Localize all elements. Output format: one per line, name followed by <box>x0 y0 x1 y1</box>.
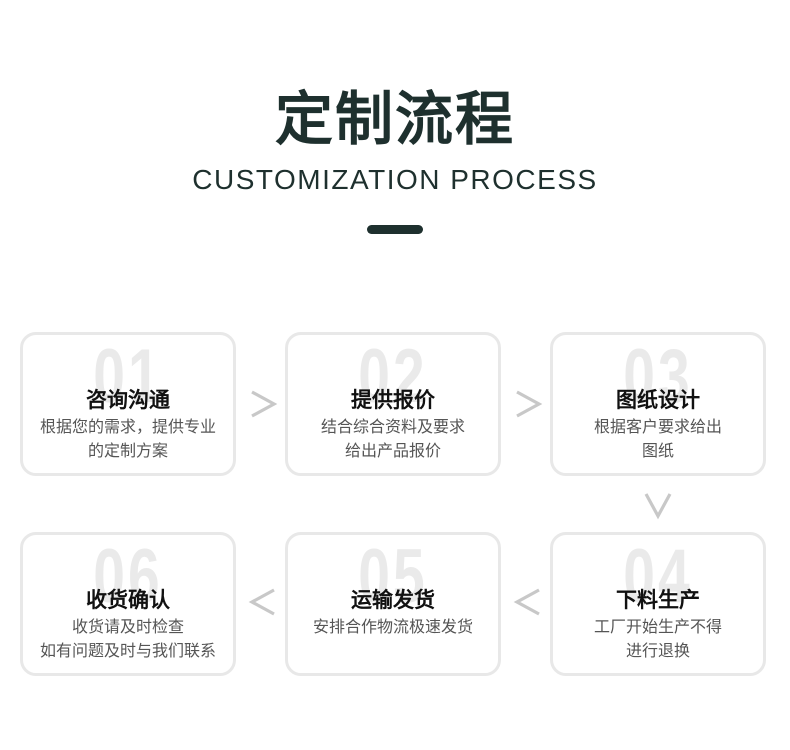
step-title: 图纸设计 <box>616 388 700 412</box>
step-description: 结合综合资料及要求给出产品报价 <box>320 417 465 460</box>
step-card-05: 05 运输发货 安排合作物流极速发货 <box>285 532 501 676</box>
step-title: 运输发货 <box>351 588 435 612</box>
step-description: 根据客户要求给出图纸 <box>593 417 722 460</box>
step-number: 03 <box>623 334 693 419</box>
step-description: 工厂开始生产不得进行退换 <box>593 617 722 660</box>
step-number: 02 <box>358 334 428 419</box>
chevron-left-icon <box>246 582 280 622</box>
step-title: 下料生产 <box>616 588 700 612</box>
step-card-04: 04 下料生产 工厂开始生产不得进行退换 <box>550 532 766 676</box>
step-description: 安排合作物流极速发货 <box>312 617 473 636</box>
chevron-right-icon <box>511 384 545 424</box>
step-card-06: 06 收货确认 收货请及时检查如有问题及时与我们联系 <box>20 532 236 676</box>
step-title: 提供报价 <box>351 388 435 412</box>
page-title: 定制流程 <box>274 85 515 153</box>
step-title: 咨询沟通 <box>86 388 170 412</box>
step-description: 根据您的需求，提供专业的定制方案 <box>39 417 216 460</box>
step-number: 04 <box>623 534 693 619</box>
step-card-01: 01 咨询沟通 根据您的需求，提供专业的定制方案 <box>20 332 236 476</box>
chevron-right-icon <box>246 384 280 424</box>
step-card-03: 03 图纸设计 根据客户要求给出图纸 <box>550 332 766 476</box>
step-description: 收货请及时检查如有问题及时与我们联系 <box>39 617 216 660</box>
step-title: 收货确认 <box>86 588 170 612</box>
step-number: 06 <box>93 534 163 619</box>
step-number: 01 <box>93 334 163 419</box>
step-number: 05 <box>358 534 428 619</box>
chevron-left-icon <box>511 582 545 622</box>
title-underline <box>367 225 423 234</box>
chevron-down-icon <box>641 484 675 524</box>
step-card-02: 02 提供报价 结合综合资料及要求给出产品报价 <box>285 332 501 476</box>
page-subtitle: CUSTOMIZATION PROCESS <box>192 164 598 195</box>
